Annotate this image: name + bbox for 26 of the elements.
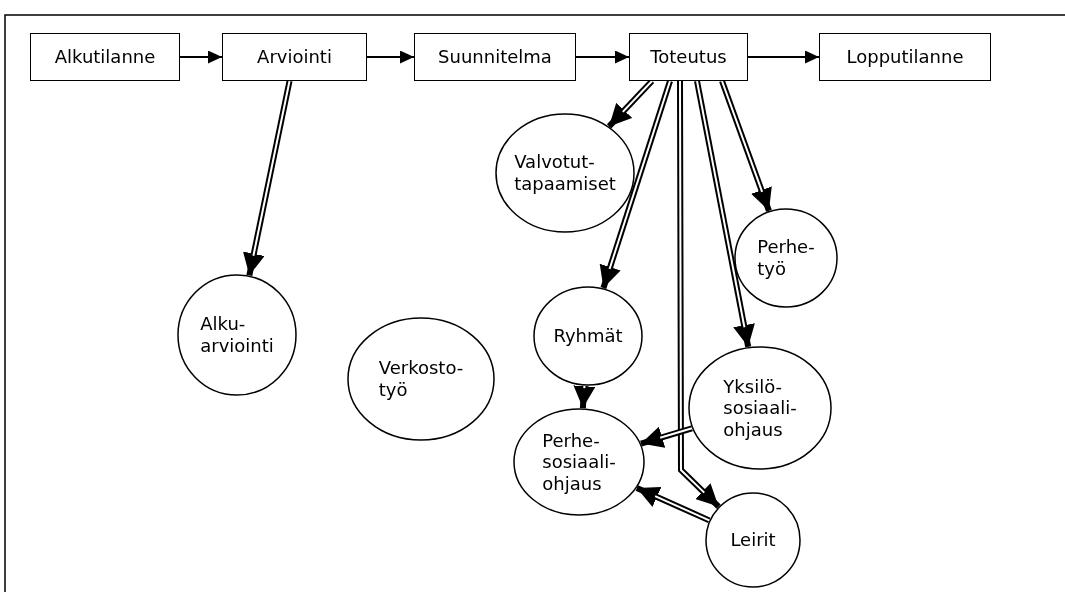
activity-ellipse bbox=[347, 317, 495, 441]
node-label: Perhe- sosiaali- ohjaus bbox=[542, 429, 616, 495]
node-label: Ryhmät bbox=[553, 325, 623, 347]
node-label: Perhe- työ bbox=[757, 236, 815, 280]
node-label: Verkosto- työ bbox=[378, 357, 464, 401]
node-label: Lopputilanne bbox=[846, 46, 964, 68]
process-box bbox=[30, 33, 180, 81]
node-label: Leirit bbox=[730, 529, 776, 551]
node-label: Yksilö- sosiaali- ohjaus bbox=[723, 375, 797, 441]
node-label: Alkutilanne bbox=[54, 46, 156, 68]
node-label: Valvotut- tapaamiset bbox=[514, 151, 616, 195]
node-label: Toteutus bbox=[650, 46, 727, 68]
activity-ellipse bbox=[688, 346, 832, 470]
node-label: Alku- arviointi bbox=[200, 313, 274, 357]
node-label: Suunnitelma bbox=[438, 46, 552, 68]
process-box bbox=[629, 33, 748, 81]
activity-ellipse bbox=[533, 286, 643, 386]
activity-ellipse bbox=[734, 208, 838, 308]
process-box bbox=[414, 33, 576, 81]
activity-ellipse bbox=[513, 408, 645, 516]
node-label: Arviointi bbox=[257, 46, 332, 68]
activity-ellipse bbox=[705, 492, 801, 588]
activity-ellipse bbox=[495, 113, 635, 233]
process-box bbox=[222, 33, 367, 81]
activity-ellipse bbox=[177, 274, 297, 396]
process-box bbox=[819, 33, 991, 81]
